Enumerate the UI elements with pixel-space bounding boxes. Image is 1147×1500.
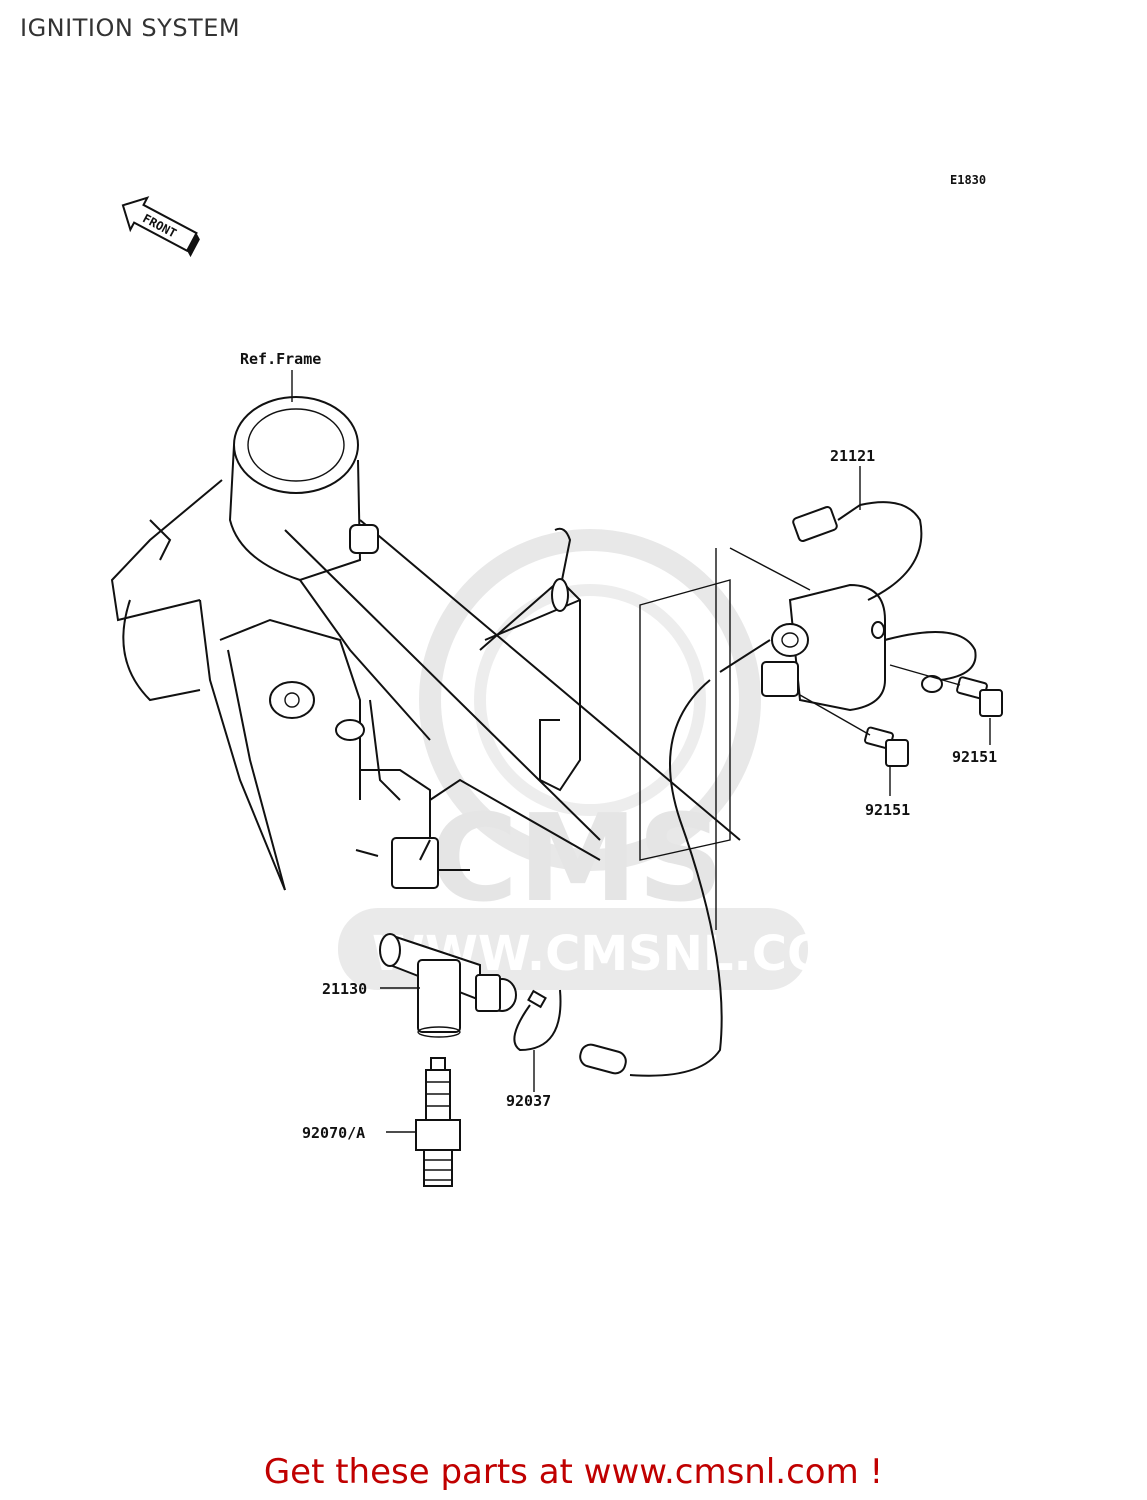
spark-plug	[415, 1057, 461, 1187]
page-title: IGNITION SYSTEM	[20, 14, 241, 42]
label-21130: 21130	[322, 980, 367, 998]
footer-cta-link[interactable]: Get these parts at www.cmsnl.com !	[263, 1452, 884, 1492]
label-ref-frame: Ref.Frame	[240, 350, 321, 368]
watermark-text: CMS	[430, 790, 724, 929]
plug-cap	[379, 933, 517, 1038]
label-92037: 92037	[506, 1092, 551, 1110]
frame	[110, 396, 811, 930]
label-21121: 21121	[830, 447, 875, 465]
clamp	[513, 989, 562, 1052]
bolt-92151-a	[956, 676, 1003, 717]
ignition-coil	[579, 501, 977, 1077]
leader-lines	[291, 370, 991, 1133]
label-92070-a: 92070/A	[302, 1124, 365, 1142]
label-92151-b: 92151	[865, 801, 910, 819]
diagram-code: E1830	[950, 173, 986, 187]
bolt-92151-b	[864, 726, 909, 767]
front-arrow-icon: FRONT	[121, 196, 200, 258]
label-92151-a: 92151	[952, 748, 997, 766]
